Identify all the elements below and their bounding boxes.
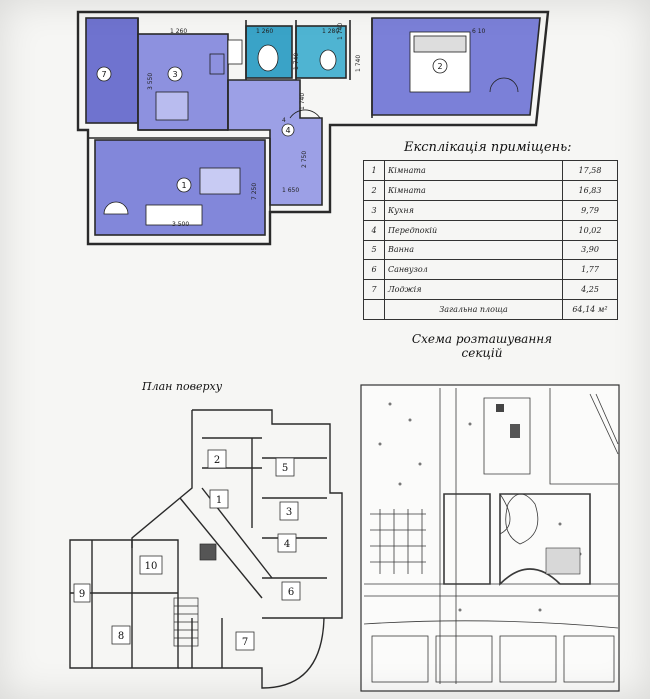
row-area: 4,25	[562, 279, 618, 301]
room-label-2: 2	[437, 62, 442, 71]
row-number: 4	[363, 219, 385, 241]
room-3-marker	[167, 66, 183, 82]
unit-number: 6	[288, 587, 294, 598]
unit-6-box	[281, 581, 301, 601]
unit-number: 3	[286, 507, 292, 518]
stairs	[173, 543, 217, 647]
row-name: Санвузол	[384, 259, 563, 281]
row-area: 16,83	[562, 179, 618, 201]
site-scheme-title: Схема розташування секцій	[392, 332, 572, 360]
furniture	[103, 31, 519, 226]
row-area: 9,79	[562, 199, 618, 221]
dim-text: 1 260	[170, 28, 187, 35]
unit-number: 10	[145, 561, 158, 572]
table-row: 3 Кухня 9,79	[363, 199, 618, 221]
row-area: 3,90	[562, 239, 618, 261]
table-row: 7 Лоджія 4,25	[363, 279, 618, 301]
dim-text: 3 500	[172, 221, 189, 228]
total-value: 64,14 м²	[562, 299, 618, 320]
unit-10-box	[139, 555, 163, 575]
unit-3-box	[279, 501, 299, 521]
row-name: Кімната	[384, 179, 563, 201]
apartment-plan: 7 3 2 1 4 1 260 1 260 1 280 1 740 1 740 …	[76, 10, 550, 246]
dim-text: 1 260	[256, 28, 273, 35]
table-row: 4 Передпокій 10,02	[363, 219, 618, 241]
unit-8-box	[111, 625, 131, 645]
site-trees	[378, 402, 582, 612]
unit-2-box	[207, 449, 227, 469]
row-name: Передпокій	[384, 219, 563, 241]
room-7-marker	[96, 66, 112, 82]
row-number: 3	[363, 199, 385, 221]
dim-text: 1 740	[355, 55, 362, 72]
table-row: 5 Ванна 3,90	[363, 239, 618, 261]
row-area: 17,58	[562, 160, 618, 181]
dim-text: 1 740	[299, 93, 306, 110]
room-label-3: 3	[172, 70, 177, 79]
room-label-7: 7	[101, 70, 106, 79]
unit-number: 4	[284, 539, 290, 550]
room-6-fill	[295, 25, 347, 79]
row-number: 7	[363, 279, 385, 301]
site-lines	[363, 388, 619, 684]
row-name: Кімната	[384, 160, 563, 181]
site-scheme-title-line1: Схема розташування	[411, 332, 553, 346]
row-name: Ванна	[384, 239, 563, 261]
dim-text: 6 10	[472, 28, 486, 35]
row-name: Кухня	[384, 199, 563, 221]
dim-text: 4	[282, 117, 286, 124]
floor-plan-walls	[69, 409, 343, 689]
room-4-marker	[281, 123, 295, 137]
unit-number: 7	[242, 637, 248, 648]
dim-text: 1 280	[322, 28, 339, 35]
dim-text: 1 740	[293, 53, 300, 70]
dim-text: 3 550	[147, 73, 154, 90]
unit-number: 1	[216, 495, 222, 506]
unit-number: 9	[79, 589, 85, 600]
row-area: 1,77	[562, 259, 618, 281]
row-name: Лоджія	[384, 279, 563, 301]
unit-7-box	[235, 631, 255, 651]
table-total-row: Загальна площа 64,14 м²	[363, 299, 618, 320]
floor-plan-title: План поверху	[142, 380, 223, 393]
unit-4-box	[277, 533, 297, 553]
floor-plan: 2 5 1 3 4 10 6 9 8 7	[69, 409, 343, 689]
room-2-marker	[432, 58, 448, 74]
room-7-fill	[85, 17, 139, 124]
dim-text: 7 250	[251, 183, 258, 200]
room-label-4: 4	[285, 126, 290, 135]
site-scheme-title-line2: секцій	[461, 346, 503, 360]
explication-table: 1 Кімната 17,58 2 Кімната 16,83 3 Кухня …	[363, 160, 618, 320]
unit-number: 5	[282, 463, 288, 474]
table-row: 6 Санвузол 1,77	[363, 259, 618, 281]
unit-9-box	[73, 583, 91, 603]
dim-text: 1 650	[282, 187, 299, 194]
site-scheme	[360, 384, 620, 692]
room-1-marker	[176, 177, 192, 193]
row-number: 2	[363, 179, 385, 201]
unit-number: 2	[214, 455, 220, 466]
dim-text: 2 750	[301, 151, 308, 168]
row-number: 5	[363, 239, 385, 261]
row-area: 10,02	[562, 219, 618, 241]
explication-title: Експлікація приміщень:	[404, 140, 572, 155]
unit-number: 8	[118, 631, 124, 642]
table-row: 2 Кімната 16,83	[363, 179, 618, 201]
table-row: 1 Кімната 17,58	[363, 160, 618, 181]
row-number: 1	[363, 160, 385, 181]
total-label: Загальна площа	[384, 299, 563, 320]
room-label-1: 1	[181, 181, 186, 190]
empty-cell	[363, 299, 385, 320]
row-number: 6	[363, 259, 385, 281]
dim-text: 1 740	[337, 23, 344, 40]
unit-5-box	[275, 457, 295, 477]
unit-1-box	[209, 489, 229, 509]
